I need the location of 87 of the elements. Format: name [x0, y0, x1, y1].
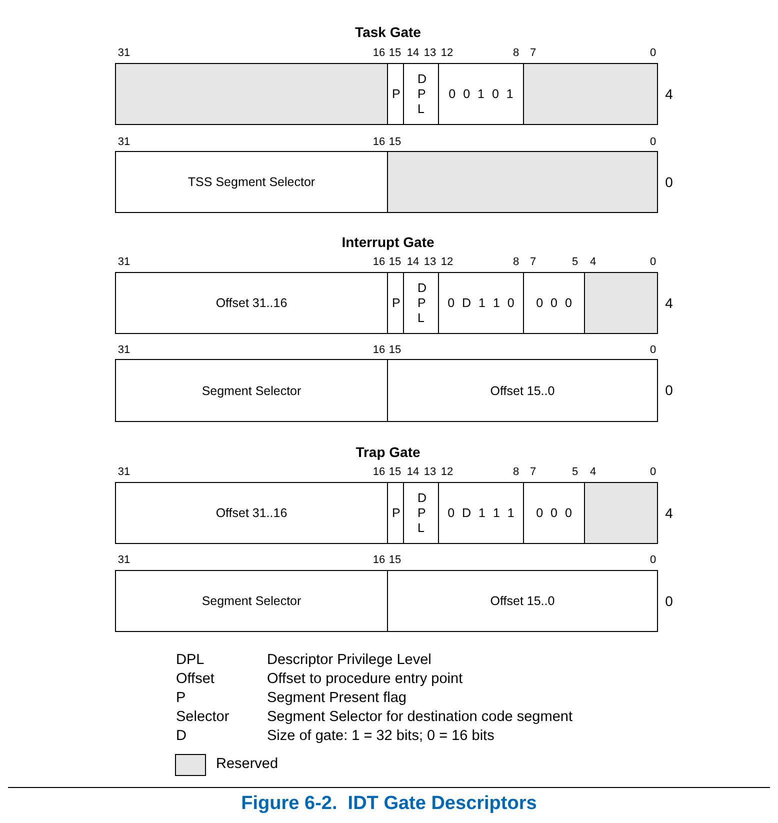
- bit-number: 16: [372, 344, 386, 356]
- bit-number: 7: [530, 47, 536, 59]
- bit-number: 15: [388, 256, 402, 268]
- bit-number: 12: [440, 466, 454, 478]
- bit-field: Segment Selector: [115, 570, 388, 632]
- abbreviation: Selector: [176, 709, 230, 725]
- bit-number: 12: [440, 256, 454, 268]
- byte-offset: 4: [665, 86, 673, 102]
- byte-offset: 0: [665, 592, 673, 608]
- reserved-field: [387, 151, 658, 213]
- bit-number: 15: [388, 466, 402, 478]
- bit-number: 0: [650, 47, 656, 59]
- bit-number: 14: [406, 47, 420, 59]
- bit-field: Offset 31..16: [115, 482, 388, 544]
- section-heading: Task Gate: [355, 24, 421, 40]
- bit-field: 0 D 1 1 0: [438, 272, 524, 334]
- bit-number: 14: [406, 466, 420, 478]
- abbreviation: DPL: [176, 652, 204, 668]
- bit-number: 15: [388, 136, 402, 148]
- bit-field: 0 0 0: [523, 272, 585, 334]
- bit-number: 16: [372, 136, 386, 148]
- bit-number: 16: [372, 47, 386, 59]
- reserved-field: [584, 272, 658, 334]
- bit-field: 0 0 0: [523, 482, 585, 544]
- abbreviation: Offset: [176, 671, 214, 687]
- bit-number: 12: [440, 47, 454, 59]
- bit-number: 31: [118, 136, 130, 148]
- bit-field: P: [387, 482, 404, 544]
- definition: Descriptor Privilege Level: [267, 652, 432, 668]
- bit-number: 31: [118, 47, 130, 59]
- definition: Segment Selector for destination code segment: [267, 709, 572, 725]
- bit-number: 8: [512, 47, 520, 59]
- bit-number: 13: [424, 47, 436, 59]
- section-heading: Interrupt Gate: [342, 234, 434, 250]
- abbreviation: D: [176, 728, 186, 744]
- definition: Size of gate: 1 = 32 bits; 0 = 16 bits: [267, 728, 494, 744]
- bit-field: 0 0 1 0 1: [438, 63, 524, 125]
- bit-number: 16: [372, 466, 386, 478]
- bit-number: 15: [388, 554, 402, 566]
- section-heading: Trap Gate: [356, 444, 420, 460]
- abbreviation: P: [176, 690, 186, 706]
- definition: Segment Present flag: [267, 690, 406, 706]
- reserved-field: [115, 63, 388, 125]
- bit-field: D P L: [403, 63, 439, 125]
- bit-number: 31: [118, 256, 130, 268]
- bit-field: Offset 15..0: [387, 570, 658, 632]
- bit-number: 14: [406, 256, 420, 268]
- bit-number: 31: [118, 466, 130, 478]
- byte-offset: 0: [665, 382, 673, 398]
- figure-caption: Figure 6-2. IDT Gate Descriptors: [240, 793, 538, 815]
- bit-number: 7: [530, 466, 536, 478]
- bit-field: Segment Selector: [115, 359, 388, 422]
- bit-number: 0: [650, 256, 656, 268]
- bit-number: 4: [590, 466, 596, 478]
- byte-offset: 4: [665, 294, 673, 310]
- bit-number: 15: [388, 47, 402, 59]
- bit-number: 13: [424, 256, 436, 268]
- bit-field: D P L: [403, 272, 439, 334]
- bit-number: 7: [530, 256, 536, 268]
- bit-field: P: [387, 272, 404, 334]
- bit-number: 5: [572, 256, 578, 268]
- bit-number: 0: [650, 136, 656, 148]
- bit-field: Offset 15..0: [387, 359, 658, 422]
- byte-offset: 0: [665, 174, 673, 190]
- bit-number: 4: [590, 256, 596, 268]
- bit-number: 15: [388, 344, 402, 356]
- bit-number: 31: [118, 344, 130, 356]
- bit-number: 8: [512, 466, 520, 478]
- bit-number: 0: [650, 466, 656, 478]
- bit-number: 16: [372, 256, 386, 268]
- bit-number: 5: [572, 466, 578, 478]
- bit-number: 13: [424, 466, 436, 478]
- bit-number: 16: [372, 554, 386, 566]
- reserved-field: [523, 63, 658, 125]
- bit-field: P: [387, 63, 404, 125]
- bit-field: Offset 31..16: [115, 272, 388, 334]
- legend-text: Reserved: [216, 756, 278, 772]
- bit-number: 8: [512, 256, 520, 268]
- bit-number: 0: [650, 344, 656, 356]
- byte-offset: 4: [665, 504, 673, 520]
- bit-field: 0 D 1 1 1: [438, 482, 524, 544]
- reserved-field: [584, 482, 658, 544]
- bit-number: 0: [650, 554, 656, 566]
- bit-number: 31: [118, 554, 130, 566]
- bit-field: TSS Segment Selector: [115, 151, 388, 213]
- bit-field: D P L: [403, 482, 439, 544]
- definition: Offset to procedure entry point: [267, 671, 463, 687]
